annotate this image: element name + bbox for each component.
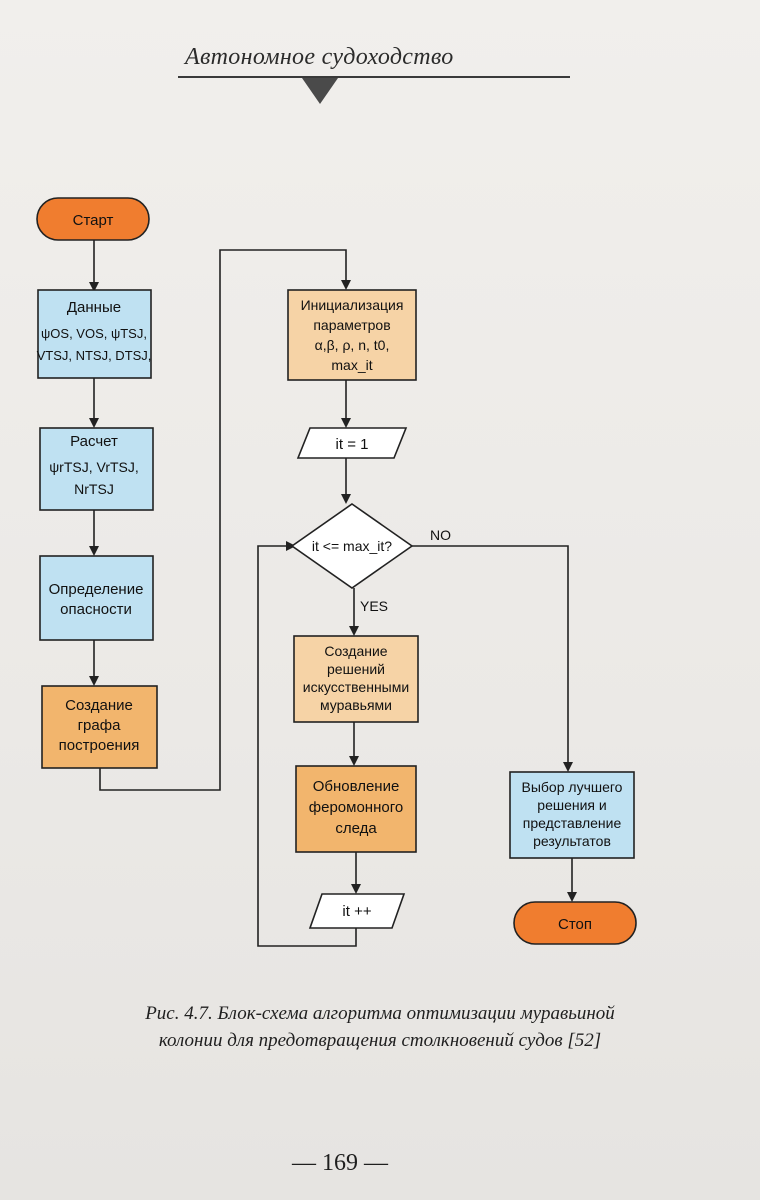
update-box-line2: феромонного xyxy=(309,799,403,816)
data-box-line1: ψOS, VOS, ψTSJ, xyxy=(41,326,147,341)
it-increment-parallelogram: it ++ xyxy=(308,893,406,929)
create-box-line1: Создание xyxy=(324,643,387,659)
connector-lines xyxy=(89,240,577,947)
data-box-title: Данные xyxy=(67,299,121,316)
calc-box-line2: NrTSJ xyxy=(74,481,114,497)
best-box-line3: представление xyxy=(523,815,622,831)
arrow-graph-to-init xyxy=(99,249,351,791)
create-box: Создание решений искусственными муравьям… xyxy=(293,635,419,723)
danger-box: Определение опасности xyxy=(39,555,154,641)
stop-label: Стоп xyxy=(558,916,592,933)
graph-box-line2: графа xyxy=(78,717,121,734)
best-box-line1: Выбор лучшего xyxy=(522,779,623,795)
init-box-line4: max_it xyxy=(331,357,372,373)
init-box-line3: α,β, ρ, n, t0, xyxy=(315,337,390,353)
running-header: Автономное судоходство xyxy=(185,44,454,70)
init-box-line2: параметров xyxy=(313,317,390,333)
best-solution-box: Выбор лучшего решения и представление ре… xyxy=(509,771,635,859)
caption-line-1: Рис. 4.7. Блок-схема алгоритма оптимизац… xyxy=(145,1003,615,1024)
page-number: — 169 — xyxy=(292,1150,388,1176)
header-triangle-ornament xyxy=(302,78,338,104)
caption-line-2: колонии для предотвращения столкновений … xyxy=(158,1030,602,1051)
decision-label: it <= max_it? xyxy=(312,538,392,554)
update-box-line3: следа xyxy=(335,820,377,837)
graph-box-line3: построения xyxy=(59,737,140,754)
calc-box-line1: ψrTSJ, VrTSJ, xyxy=(49,459,139,475)
no-label: NO xyxy=(430,527,451,543)
flowchart: Старт Данные ψOS, VOS, ψTSJ, VTSJ, NTSJ,… xyxy=(36,197,637,947)
init-box: Инициализация параметров α,β, ρ, n, t0, … xyxy=(287,289,417,381)
decision-diamond: it <= max_it? xyxy=(290,503,414,589)
graph-box-line1: Создание xyxy=(65,697,133,714)
init-box-line1: Инициализация xyxy=(301,297,404,313)
it-init-parallelogram: it = 1 xyxy=(296,427,408,459)
it-increment-label: it ++ xyxy=(342,903,371,920)
arrow-loop-back-to-decision xyxy=(257,541,357,947)
update-box-line1: Обновление xyxy=(313,778,400,795)
stop-terminal: Стоп xyxy=(513,901,637,945)
figure-caption: Рис. 4.7. Блок-схема алгоритма оптимизац… xyxy=(70,1000,690,1054)
create-box-line4: муравьями xyxy=(320,697,392,713)
best-box-line2: решения и xyxy=(537,797,606,813)
data-box: Данные ψOS, VOS, ψTSJ, VTSJ, NTSJ, DTSJ, xyxy=(37,289,152,379)
best-box-line4: результатов xyxy=(533,833,611,849)
header-rule xyxy=(178,76,570,78)
graph-box: Создание графа построения xyxy=(41,685,158,769)
update-box: Обновление феромонного следа xyxy=(295,765,417,853)
arrow-decision-no-to-best xyxy=(412,545,573,772)
create-box-line3: искусственными xyxy=(303,679,409,695)
calc-box-title: Расчет xyxy=(70,433,118,450)
it-init-label: it = 1 xyxy=(336,436,369,453)
danger-box-line2: опасности xyxy=(60,601,132,618)
start-terminal: Старт xyxy=(36,197,150,241)
start-label: Старт xyxy=(73,212,114,229)
calc-box: Расчет ψrTSJ, VrTSJ, NrTSJ xyxy=(39,427,154,511)
data-box-line2: VTSJ, NTSJ, DTSJ, xyxy=(37,348,152,363)
yes-label: YES xyxy=(360,598,388,614)
create-box-line2: решений xyxy=(327,661,385,677)
danger-box-line1: Определение xyxy=(49,581,144,598)
